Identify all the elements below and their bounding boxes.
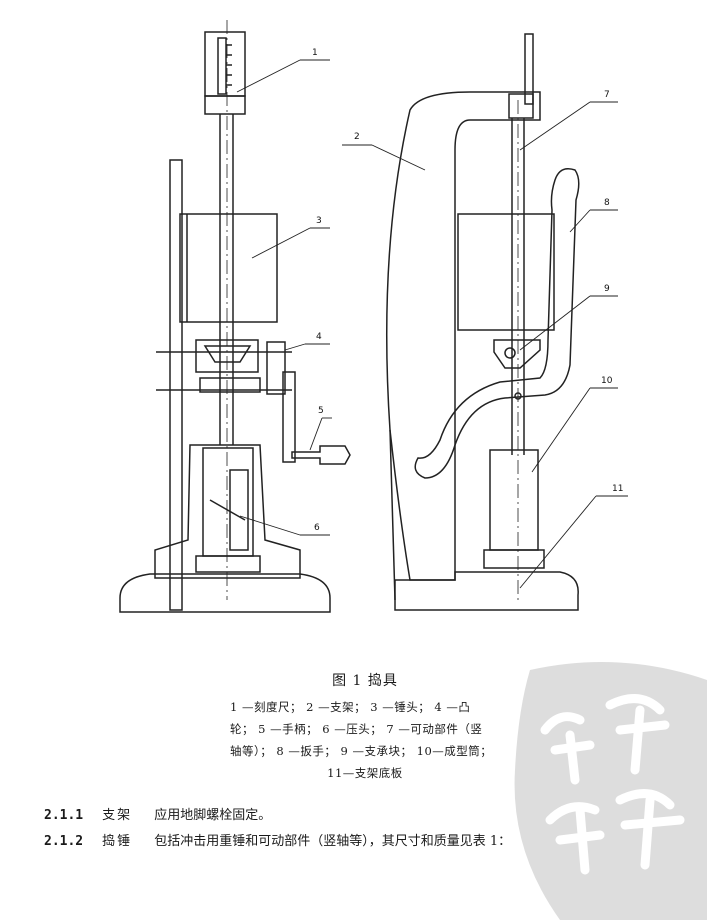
clause-term: 捣锤 <box>102 834 133 849</box>
clause-number: 2.1.1 <box>44 808 84 823</box>
leader-label-4: 4 <box>316 332 322 342</box>
legend-line: 轮； 5 —手柄； 6 —压头； 7 —可动部件（竖 <box>230 722 483 736</box>
leader-label-5: 5 <box>318 406 324 416</box>
figure-title: 图 1 捣具 <box>332 673 398 689</box>
clause-number: 2.1.2 <box>44 834 84 849</box>
watermark-seal <box>500 650 707 920</box>
figure-legend: 1 —刻度尺； 2 —支架； 3 —锤头； 4 —凸 轮； 5 —手柄； 6 —… <box>230 696 500 784</box>
leader-label-9: 9 <box>604 284 610 294</box>
figure-caption: 图 1 捣具 1 —刻度尺； 2 —支架； 3 —锤头； 4 —凸 轮； 5 —… <box>230 670 500 784</box>
leader-label-1: 1 <box>312 48 318 58</box>
clause-term: 支架 <box>102 808 133 823</box>
clause-text: 包括冲击用重锤和可动部件（竖轴等），其尺寸和质量见表 1： <box>154 834 512 849</box>
leader-label-2: 2 <box>354 132 360 142</box>
clause-2-1-1: 2.1.1 支架 应用地脚螺栓固定。 <box>44 804 271 823</box>
tamper-apparatus-figure: 1 2 3 4 5 6 7 8 9 10 11 <box>119 20 628 613</box>
front-view-drawing <box>119 20 351 613</box>
legend-line: 1 —刻度尺； 2 —支架； 3 —锤头； 4 —凸 <box>230 700 471 714</box>
leader-label-8: 8 <box>604 198 610 208</box>
clause-text: 应用地脚螺栓固定。 <box>154 808 272 823</box>
leader-label-10: 10 <box>601 376 613 386</box>
leader-label-3: 3 <box>316 216 322 226</box>
leader-label-11: 11 <box>612 484 623 494</box>
legend-line: 轴等）； 8 —扳手； 9 —支承块； 10—成型筒； <box>230 744 493 758</box>
leader-label-6: 6 <box>314 523 320 533</box>
legend-line: 11—支架底板 <box>327 766 403 780</box>
clause-2-1-2: 2.1.2 捣锤 包括冲击用重锤和可动部件（竖轴等），其尺寸和质量见表 1： <box>44 830 511 849</box>
leader-label-7: 7 <box>604 90 610 100</box>
side-view-drawing <box>385 33 580 611</box>
